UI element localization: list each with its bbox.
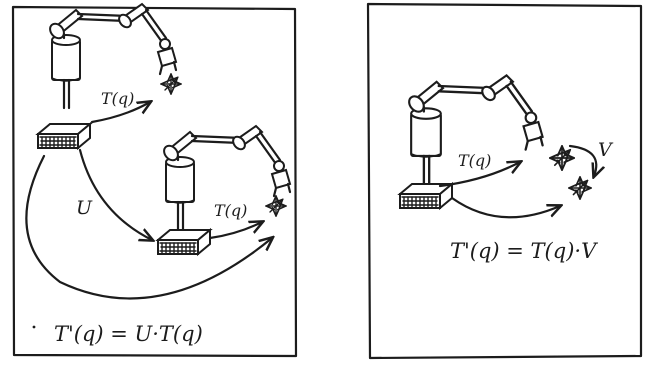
left-equation: T'(q) = U·T(q) [54, 322, 203, 346]
left-panel: T(q) T(q) U T'(q) = U·T(q) [11, 2, 298, 358]
coordinate-frame-icon [570, 178, 590, 198]
label-v: V [598, 139, 614, 161]
label-t-top: T(q) [101, 89, 134, 108]
transform-arrow-t [438, 162, 520, 188]
transform-arrow-composite [25, 154, 272, 300]
coordinate-frame-icon [551, 147, 573, 169]
transform-arrow-composite [450, 196, 560, 219]
ink-dot [32, 325, 36, 329]
workpiece-block-icon [399, 183, 453, 209]
transform-arrow-mid [208, 222, 262, 240]
coordinate-frame-icon [162, 75, 180, 93]
transform-arrow-v [568, 144, 596, 176]
right-equation: T'(q) = T(q)·V [450, 239, 598, 263]
label-t-mid: T(q) [214, 201, 247, 220]
transform-arrow-top [90, 102, 150, 124]
label-u: U [76, 197, 93, 219]
transform-arrow-u [78, 148, 152, 240]
right-panel: T(q) V T'(q) = T(q)·V [366, 2, 643, 360]
right-panel-border [366, 2, 643, 360]
workpiece-block-icon [37, 123, 91, 149]
workpiece-block-icon [157, 229, 211, 255]
coordinate-frame-icon [267, 197, 285, 215]
left-panel-border [11, 5, 298, 358]
label-t: T(q) [458, 151, 491, 170]
